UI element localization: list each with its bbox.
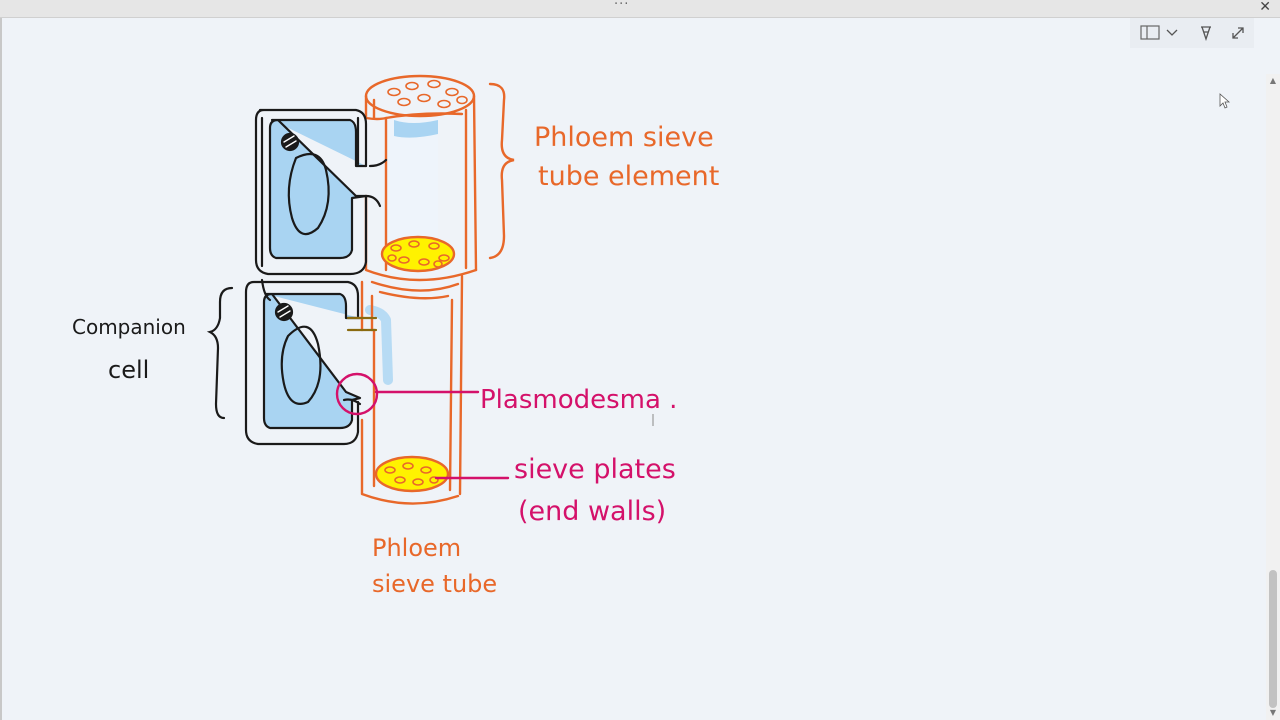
label-sieve-tube-1: Phloem xyxy=(372,534,461,562)
label-sieve-tube-element-2: tube element xyxy=(538,161,719,192)
lower-companion-cell xyxy=(244,278,378,446)
mouse-cursor-icon xyxy=(1219,93,1231,109)
label-plasmodesma: Plasmodesma . xyxy=(480,385,677,415)
label-sieve-tube-2: sieve tube xyxy=(372,570,497,598)
page-layout-icon[interactable] xyxy=(1138,22,1162,44)
companion-cell-label: Companion cell xyxy=(72,315,186,384)
scrollbar-thumb[interactable] xyxy=(1269,570,1277,708)
window-menu-dots[interactable]: ··· xyxy=(614,0,630,12)
upper-sieve-tube-element xyxy=(364,74,478,282)
title-bar: ··· ✕ xyxy=(0,0,1280,18)
upper-companion-cell xyxy=(254,108,388,276)
plasmodesma-highlight-circle xyxy=(335,372,379,416)
sieve-tube-label: Phloem sieve tube xyxy=(372,534,497,598)
close-icon[interactable]: ✕ xyxy=(1259,0,1271,15)
chevron-down-icon[interactable] xyxy=(1164,22,1180,44)
scroll-up-icon[interactable]: ▲ xyxy=(1269,76,1277,85)
scroll-down-icon[interactable]: ▼ xyxy=(1269,708,1277,717)
left-border xyxy=(0,18,2,720)
label-sieve-plates-2: (end walls) xyxy=(518,496,666,527)
pen-icon[interactable] xyxy=(1196,22,1216,44)
lower-sieve-tube-element xyxy=(360,274,464,505)
ink-toolbar xyxy=(1130,18,1254,48)
companion-cell-brace xyxy=(206,286,234,420)
expand-icon[interactable] xyxy=(1228,22,1248,44)
label-sieve-plates-1: sieve plates xyxy=(514,454,676,485)
sieve-plates-label: sieve plates (end walls) xyxy=(514,454,676,527)
label-sieve-tube-element-1: Phloem sieve xyxy=(534,122,714,153)
sieve-tube-element-label: Phloem sieve tube element xyxy=(534,122,719,192)
sieve-element-brace xyxy=(488,82,515,260)
label-companion-1: Companion xyxy=(72,315,186,339)
vertical-scrollbar[interactable]: ▲ ▼ xyxy=(1266,74,1280,720)
label-companion-2: cell xyxy=(108,356,149,384)
